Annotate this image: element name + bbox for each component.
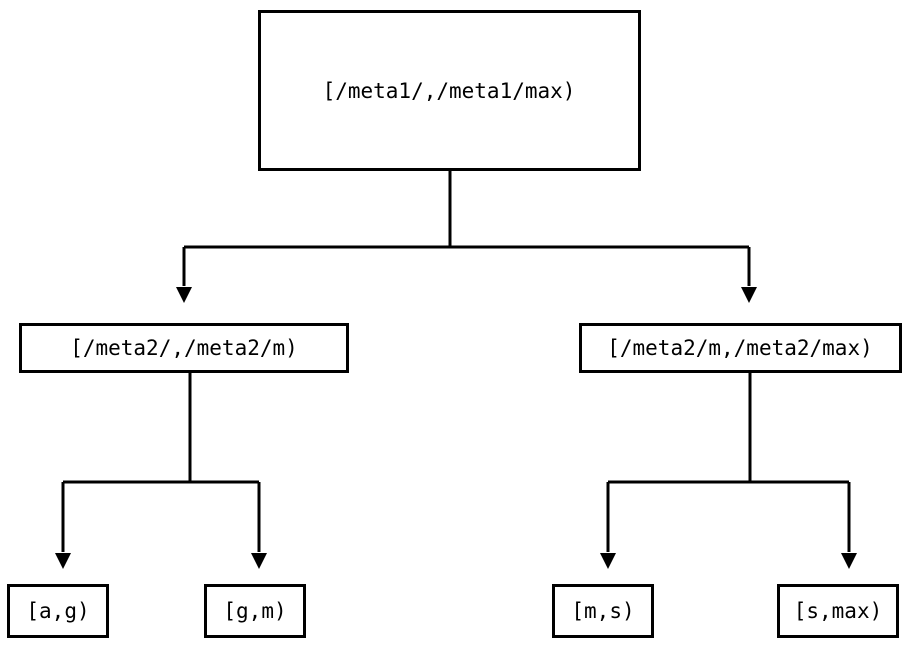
arrowhead-to-leaf-2	[251, 553, 267, 569]
node-leaf-3-label: [m,s)	[571, 599, 634, 623]
arrowhead-to-mid-right	[741, 287, 757, 303]
edge-root-to-midrow	[176, 170, 757, 303]
node-root-box[interactable]	[258, 10, 641, 171]
node-leaf-1-box[interactable]	[7, 584, 109, 638]
node-leaf-4-label: [s,max)	[794, 599, 883, 623]
node-leaf-1-label: [a,g)	[26, 599, 89, 623]
edge-midleft-to-leaves	[55, 372, 267, 569]
node-root-label: [/meta1/,/meta1/max)	[323, 79, 576, 103]
arrowhead-to-leaf-3	[600, 553, 616, 569]
arrowhead-to-leaf-1	[55, 553, 71, 569]
node-leaf-2-label: [g,m)	[223, 599, 286, 623]
node-mid-right-label: [/meta2/m,/meta2/max)	[607, 336, 873, 360]
node-leaf-3[interactable]: [m,s)	[552, 584, 654, 638]
arrowhead-to-leaf-4	[841, 553, 857, 569]
arrowhead-to-mid-left	[176, 287, 192, 303]
node-leaf-1[interactable]: [a,g)	[7, 584, 109, 638]
node-root[interactable]: [/meta1/,/meta1/max)	[258, 10, 641, 171]
node-leaf-2-box[interactable]	[204, 584, 306, 638]
node-leaf-4[interactable]: [s,max)	[777, 584, 899, 638]
node-leaf-2[interactable]: [g,m)	[204, 584, 306, 638]
edge-midright-to-leaves	[600, 372, 857, 569]
node-mid-left-box[interactable]	[19, 323, 349, 373]
node-mid-left-label: [/meta2/,/meta2/m)	[70, 336, 298, 360]
node-leaf-4-box[interactable]	[777, 584, 899, 638]
node-mid-left[interactable]: [/meta2/,/meta2/m)	[19, 323, 349, 373]
node-leaf-3-box[interactable]	[552, 584, 654, 638]
node-mid-right-box[interactable]	[579, 323, 902, 373]
node-mid-right[interactable]: [/meta2/m,/meta2/max)	[579, 323, 902, 373]
